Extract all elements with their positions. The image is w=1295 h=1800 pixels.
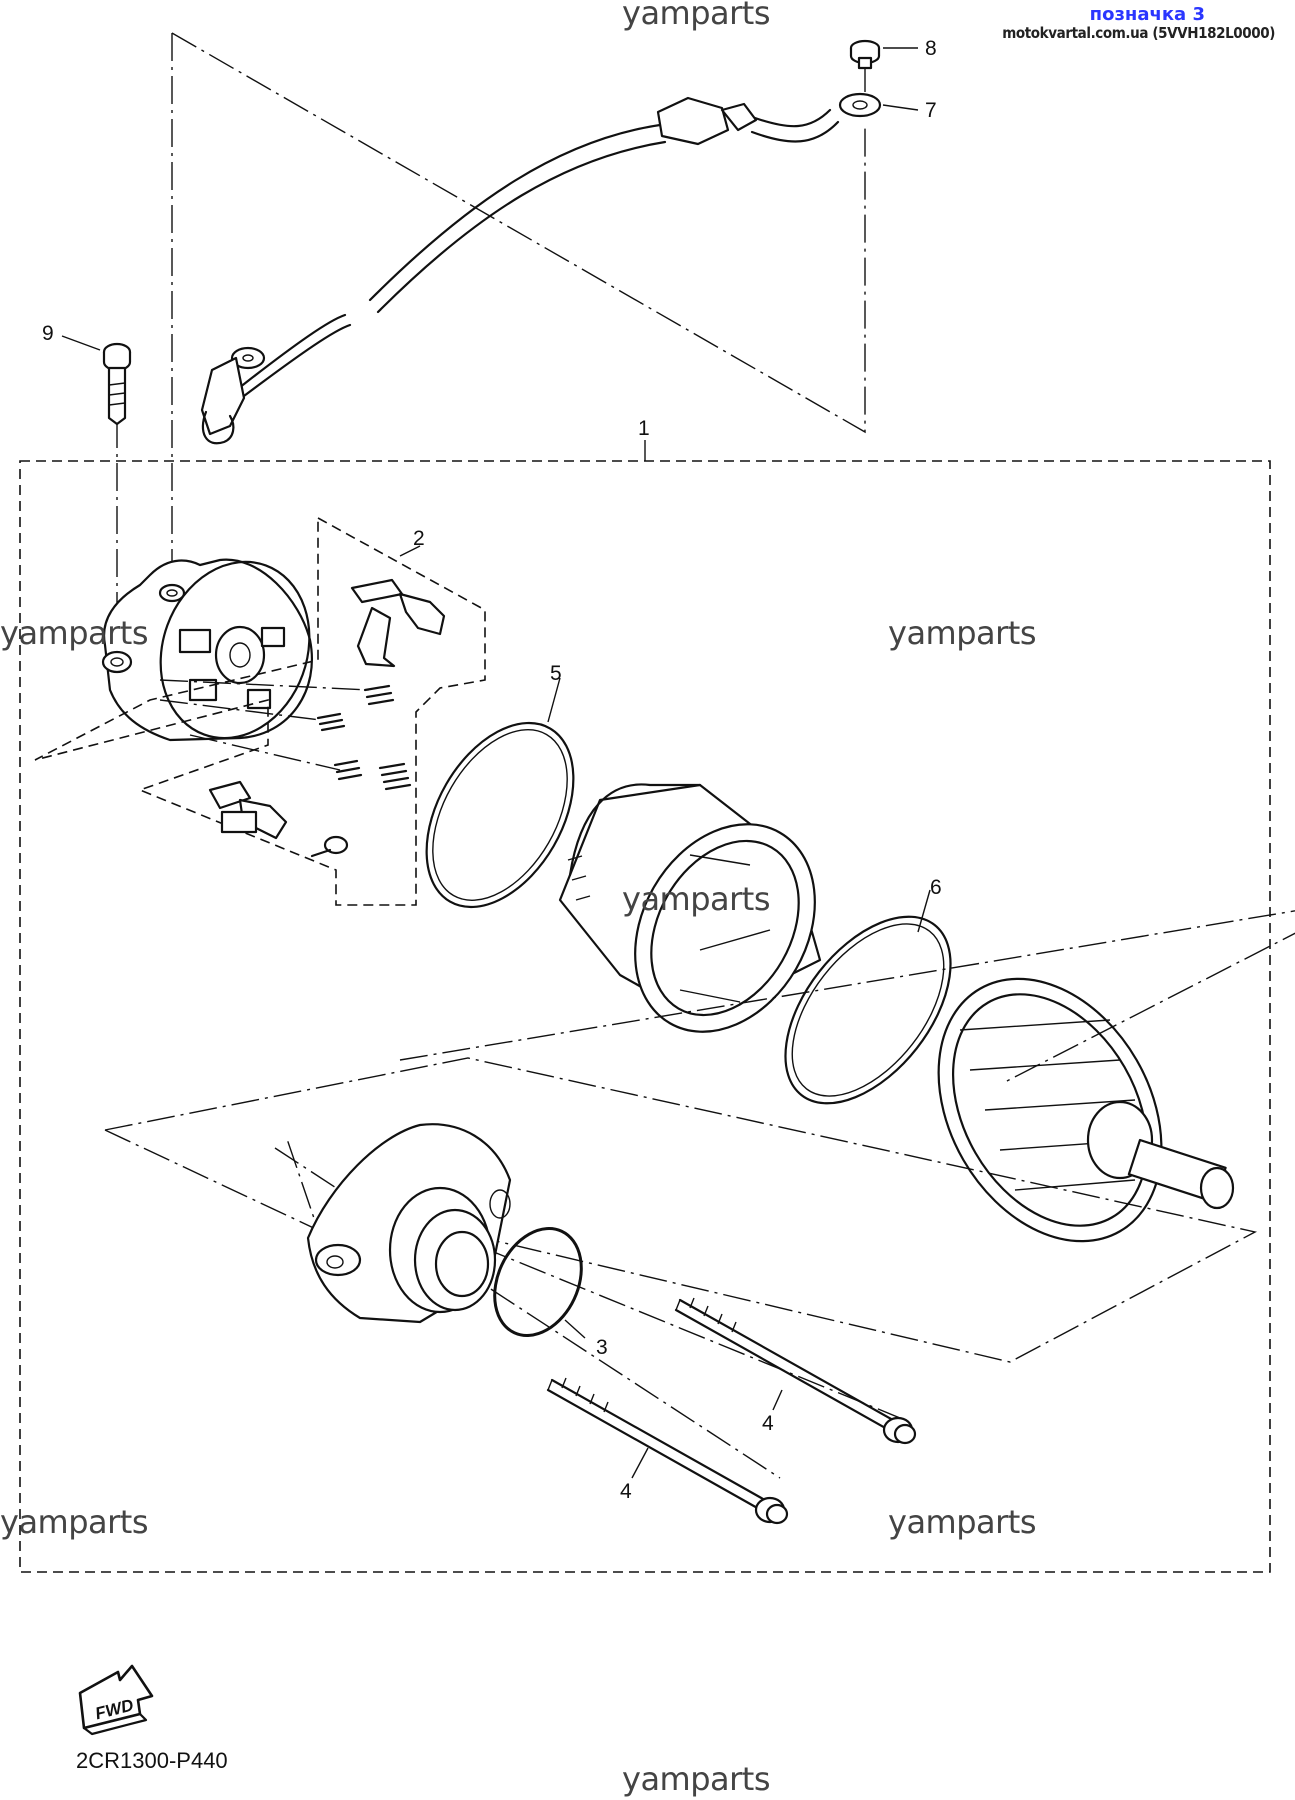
o-ring-5 [425,721,575,909]
starter-cable [200,92,882,445]
callout-6: 6 [930,876,942,899]
brush-frame [34,516,486,906]
through-bolt-lower [546,1377,789,1525]
watermark-center: yamparts [622,880,771,918]
yoke-housing [558,783,822,1033]
chain-line-right [171,32,866,434]
chain-bolt-upper [439,1229,906,1421]
chain-front-top [104,1057,1258,1363]
leader-5 [547,677,561,723]
leader-2 [399,545,421,557]
o-ring-6 [784,915,952,1105]
chain-lines-brush [159,679,371,771]
through-bolt-upper [674,1297,917,1445]
callout-5: 5 [550,662,562,685]
leader-4a [772,1389,783,1411]
callout-7: 7 [925,99,937,122]
callout-2: 2 [413,527,425,550]
watermark-top: yamparts [622,0,771,32]
watermark-left-lower: yamparts [0,1503,149,1541]
leader-3 [564,1319,586,1339]
callout-1: 1 [638,417,650,440]
front-cover [306,1123,512,1324]
header-subtitle: motokvartal.com.ua (5VVH182L0000) [1002,24,1275,42]
callout-3: 3 [596,1336,608,1359]
leader-9 [61,335,101,351]
brush-set [208,578,446,858]
o-ring-3 [493,1227,583,1337]
header-title: позначка 3 [1089,4,1205,25]
watermark-left-upper: yamparts [0,614,149,652]
leader-7 [882,104,919,111]
callout-4a: 4 [762,1412,774,1435]
chain-armature [399,910,1295,1083]
fwd-arrow-icon: FWD [78,1664,154,1736]
chain-front-left [104,1129,320,1232]
callout-9: 9 [42,322,54,345]
diagram-code: 2CR1300-P440 [76,1748,228,1773]
armature [937,977,1235,1243]
leader-6 [917,889,931,933]
watermark-right-lower: yamparts [888,1503,1037,1541]
callout-8: 8 [925,37,937,60]
callout-4b: 4 [620,1480,632,1503]
leader-4b [631,1447,649,1479]
watermark-bottom: yamparts [622,1760,771,1798]
bolt-9 [102,342,132,426]
bolt-8 [849,39,881,70]
rear-cover [101,558,313,742]
watermark-right-upper: yamparts [888,614,1037,652]
